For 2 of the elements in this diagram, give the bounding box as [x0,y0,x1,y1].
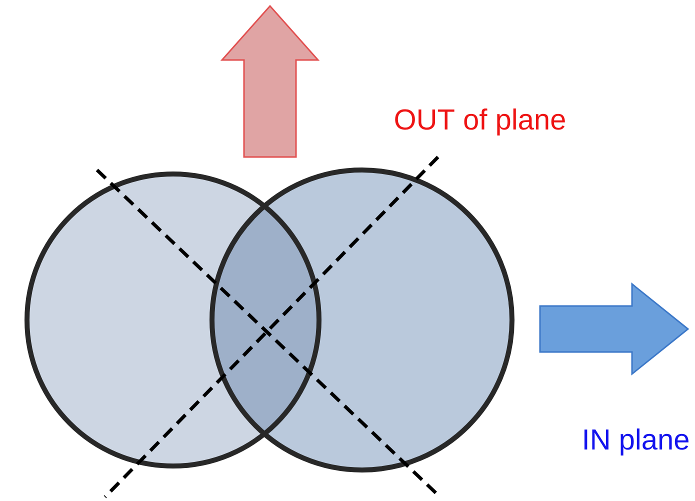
label: OUT of plane [395,108,565,136]
label: IN plane [584,428,688,456]
